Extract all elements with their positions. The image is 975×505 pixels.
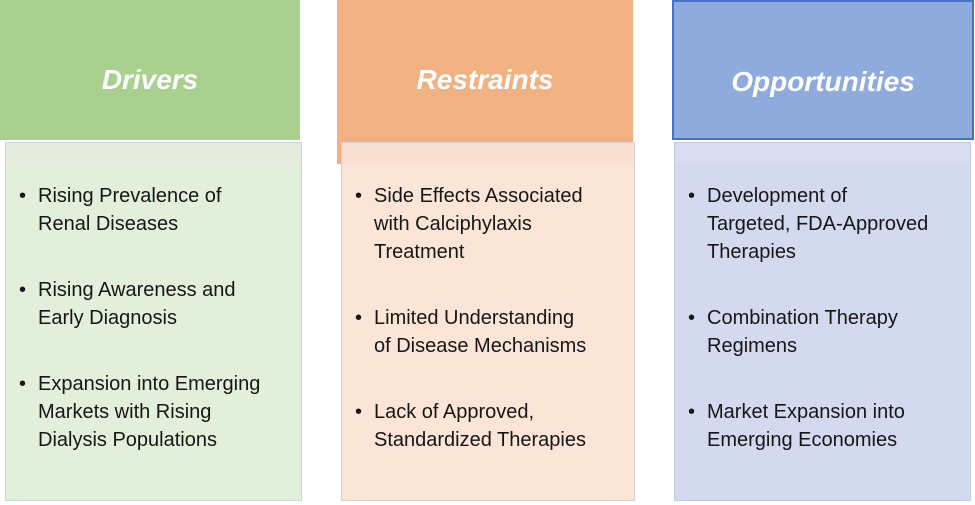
bullet-marker: • (688, 401, 696, 423)
drivers-body-panel: • Rising Prevalence of Renal Diseases • … (5, 142, 302, 501)
bullet-text: Lack of Approved, Standardized Therapies (374, 401, 586, 451)
bullet-marker: • (355, 307, 363, 329)
bullet-item: • Side Effects Associated with Calciphyl… (355, 182, 626, 266)
bullet-marker: • (19, 279, 27, 301)
drivers-bullet-list: • Rising Prevalence of Renal Diseases • … (6, 143, 301, 454)
bullet-item: • Market Expansion into Emerging Economi… (688, 398, 962, 454)
drivers-header: Drivers (0, 0, 300, 140)
bullet-marker: • (355, 401, 363, 423)
bullet-text: Rising Awareness and Early Diagnosis (38, 279, 236, 329)
bullet-text: Side Effects Associated with Calciphylax… (374, 185, 583, 263)
bullet-text: Expansion into Emerging Markets with Ris… (38, 373, 261, 451)
bullet-marker: • (688, 185, 696, 207)
bullet-text: Rising Prevalence of Renal Diseases (38, 185, 222, 235)
drivers-title: Drivers (101, 64, 199, 95)
bullet-item: • Lack of Approved, Standardized Therapi… (355, 398, 626, 454)
bullet-text: Combination Therapy Regimens (707, 307, 898, 357)
bullet-text: Limited Understanding of Disease Mechani… (374, 307, 587, 357)
bullet-marker: • (355, 185, 363, 207)
restraints-body-panel: • Side Effects Associated with Calciphyl… (341, 142, 635, 501)
bullet-text: Market Expansion into Emerging Economies (707, 401, 905, 451)
restraints-title: Restraints (416, 64, 554, 95)
bullet-item: • Rising Awareness and Early Diagnosis (19, 276, 293, 332)
opportunities-body-panel: • Development of Targeted, FDA-Approved … (674, 142, 971, 501)
restraints-bullet-list: • Side Effects Associated with Calciphyl… (342, 143, 634, 454)
opportunities-header: Opportunities (672, 0, 974, 140)
bullet-item: • Limited Understanding of Disease Mecha… (355, 304, 626, 360)
opportunities-bullet-list: • Development of Targeted, FDA-Approved … (675, 143, 970, 454)
opportunities-title: Opportunities (731, 66, 915, 97)
bullet-marker: • (19, 185, 27, 207)
bullet-text: Development of Targeted, FDA-Approved Th… (707, 185, 929, 263)
restraints-header: Restraints (337, 0, 633, 164)
bullet-item: • Development of Targeted, FDA-Approved … (688, 182, 962, 266)
bullet-marker: • (688, 307, 696, 329)
bullet-item: • Expansion into Emerging Markets with R… (19, 370, 293, 454)
bullet-item: • Combination Therapy Regimens (688, 304, 962, 360)
bullet-item: • Rising Prevalence of Renal Diseases (19, 182, 293, 238)
bullet-marker: • (19, 373, 27, 395)
